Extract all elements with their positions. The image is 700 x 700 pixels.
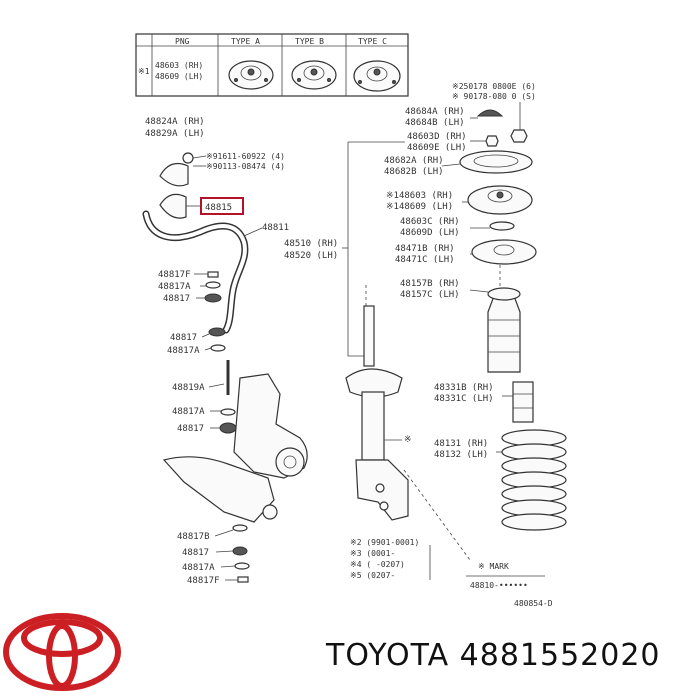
label-48603c: 48603C (RH) [400, 217, 460, 227]
label-48817a-bot: 48817A [182, 563, 215, 573]
nut-icon [510, 129, 528, 143]
label-48817f-top: 48817F [158, 270, 191, 280]
cushion-icon [204, 293, 222, 303]
cushion-icon [208, 327, 226, 337]
label-48817-bot: 48817 [182, 548, 209, 558]
note-5: ※5 (0207- [350, 571, 395, 580]
coil-spring [501, 429, 567, 531]
nut-icon [485, 135, 499, 147]
row-line2: 48609 (LH) [155, 72, 203, 81]
dust-boot [487, 295, 521, 373]
nut-icon [207, 271, 219, 278]
mount-plate [459, 150, 533, 174]
label-48331b: 48331B (RH) [434, 383, 494, 393]
label-48817b: 48817B [177, 532, 210, 542]
upper-seat [471, 239, 537, 265]
label-48132: 48132 (LH) [434, 450, 488, 460]
type-table: PNG TYPE A TYPE B TYPE C ※1 48603 (RH) 4… [135, 33, 409, 97]
washer-icon [205, 281, 221, 289]
label-48131: 48131 (RH) [434, 439, 488, 449]
label-48829a: 48829A (LH) [145, 129, 205, 139]
label-48603d: 48603D (RH) [407, 132, 467, 142]
col-png: PNG [175, 37, 190, 46]
type-c-mount-icon [353, 60, 401, 92]
label-48510: 48510 (RH) [284, 239, 338, 249]
label-48817a-mid: 48817A [167, 346, 200, 356]
label-48157c: 48157C (LH) [400, 290, 460, 300]
spring-seat [345, 368, 403, 398]
label-mark-code: 48810-•••••• [470, 581, 528, 590]
label-48471b: 48471B (RH) [395, 244, 455, 254]
label-48817a-top: 48817A [158, 282, 191, 292]
label-48817-top: 48817 [163, 294, 190, 304]
col-type-b: TYPE B [295, 37, 324, 46]
washer-icon [210, 344, 226, 352]
label-48815-highlight: 48815 [205, 203, 232, 213]
label-90178-b: ※ 90178-080 0 (S) [452, 92, 536, 101]
bushing-icon [159, 193, 187, 219]
label-48817-low: 48817 [177, 424, 204, 434]
label-48157b: 48157B (RH) [400, 279, 460, 289]
label-48471c: 48471C (LH) [395, 255, 455, 265]
note-2: ※2 (9901-0001) [350, 538, 419, 547]
label-48609e: 48609E (LH) [407, 143, 467, 153]
type-a-mount-icon [228, 60, 274, 90]
bump-stop [512, 381, 534, 423]
strut-assembly: 48510 (RH) 48520 (LH) ※ ※2 (9901-0001) ※… [284, 141, 501, 580]
bushing-bracket-icon [159, 163, 189, 187]
note-3: ※3 (0001- [350, 549, 395, 558]
label-48817f-bot: 48817F [187, 576, 220, 586]
label-48824a: 48824A (RH) [145, 117, 205, 127]
type-b-mount-icon [291, 60, 337, 90]
label-48682b: 48682B (LH) [384, 167, 444, 177]
cushion-icon [219, 422, 237, 434]
label-48520: 48520 (LH) [284, 251, 338, 261]
label-91611: ※91611-60922 (4) [206, 152, 285, 161]
stabilizer-assembly [142, 152, 308, 583]
lower-arm [162, 456, 275, 523]
row-line1: 48603 (RH) [155, 61, 203, 70]
label-90178-a: ※250178 0800E (6) [452, 82, 536, 91]
col-type-a: TYPE A [231, 37, 260, 46]
label-48684a: 48684A (RH) [405, 107, 465, 117]
note-4: ※4 ( -0207) [350, 560, 405, 569]
label-90113: ※90113-08474 (4) [206, 162, 285, 171]
row-mark: ※1 [138, 67, 150, 76]
label-48817a-low: 48817A [172, 407, 205, 417]
nut-icon [237, 576, 249, 583]
washer-icon [234, 562, 250, 570]
strut-body [361, 391, 385, 461]
bearing-icon [489, 221, 515, 231]
right-labels: ※250178 0800E (6) ※ 90178-080 0 (S) 4868… [384, 82, 553, 608]
strut-mount [467, 185, 533, 215]
hub-icon [275, 447, 305, 477]
washer-icon [232, 524, 248, 532]
label-48609d: 48609D (LH) [400, 228, 460, 238]
strut-rod [363, 305, 375, 367]
col-type-c: TYPE C [358, 37, 387, 46]
label-48819a: 48819A [172, 383, 205, 393]
cushion-icon [232, 546, 248, 556]
label-48331c: 48331C (LH) [434, 394, 494, 404]
label-48684b: 48684B (LH) [405, 118, 465, 128]
brand-part-number: TOYOTA 4881552020 [326, 638, 661, 673]
mount-stack [441, 102, 567, 531]
label-48682a: 48682A (RH) [384, 156, 444, 166]
ball-joint-icon [262, 504, 278, 520]
washer-icon [220, 408, 236, 416]
diagram-code: 480854-D [514, 599, 553, 608]
label-148603: ※148603 (RH) [386, 191, 453, 201]
label-mark: ※ MARK [478, 562, 509, 571]
cap-icon [476, 109, 504, 117]
label-148609: ※148609 (LH) [386, 202, 453, 212]
toyota-logo-icon [3, 613, 121, 691]
left-labels: 48824A (RH) 48829A (LH) ※91611-60922 (4)… [145, 117, 289, 586]
label-48817-mid: 48817 [170, 333, 197, 343]
label-star: ※ [404, 435, 412, 445]
bolt-icon [182, 152, 194, 164]
label-48811: 48811 [262, 223, 289, 233]
